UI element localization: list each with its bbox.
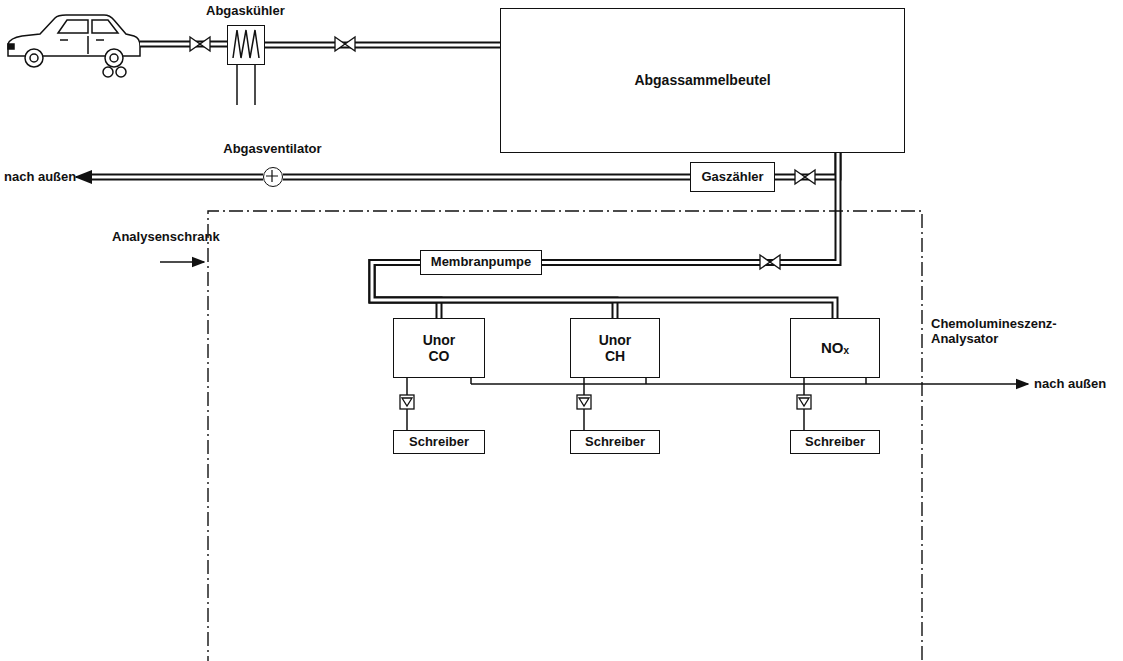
outlet-label: nach außen [1034,376,1106,391]
component-box: Schreiber [790,430,880,454]
component-label: Abgasventilator [223,142,321,157]
component-box: Unor CH [570,318,660,378]
gas-pipe [283,174,690,181]
car-illustration [8,15,140,77]
component-box: Schreiber [393,430,485,454]
box-text: Abgassammelbeutel [634,72,770,88]
box-text: Gaszähler [701,170,763,185]
box-text: Unor CH [590,332,640,364]
outlet-label: nach außen [4,169,76,184]
box-text: Schreiber [805,435,865,450]
gas-pipe [775,153,838,177]
component-box: Schreiber [570,430,660,454]
component-box: Abgaskühler [227,25,265,65]
exhaust-pipe [140,44,227,45]
pipe-bore [265,44,500,47]
component-label: Chemolumineszenz- Analysator [931,317,1057,347]
component-box: Abgassammelbeutel [500,8,905,153]
component-label: Abgaskühler [206,4,285,19]
box-text: Schreiber [585,435,645,450]
box-text: Schreiber [409,435,469,450]
gas-pipe [265,42,500,49]
cooler-coil [233,30,259,105]
pipe-bore [283,176,690,179]
fan-mark [262,166,282,186]
exhaust-outlet [76,177,263,178]
pipe-bore [542,153,838,263]
box-text: Membranpumpe [431,255,531,270]
pipe-bore [775,153,838,177]
amplifier-symbol [400,395,811,409]
component-box: NOₓChemolumineszenz- Analysator [790,318,880,378]
analyser-outlet [471,378,1028,384]
fan-symbol: Abgasventilator [263,167,283,187]
component-label: Analysenschrank [112,230,220,245]
component-box: Gaszähler [690,162,775,192]
box-text: NOₓ [821,339,849,356]
box-text: Unor CO [414,332,464,364]
component-box: Unor CO [393,318,485,378]
pointer-arrow [160,261,204,263]
cabinet-region: AnalysenschrankMembranpumpeUnor COUnor C… [207,210,923,661]
gas-pipe [542,153,838,263]
component-box: Membranpumpe [420,250,542,275]
